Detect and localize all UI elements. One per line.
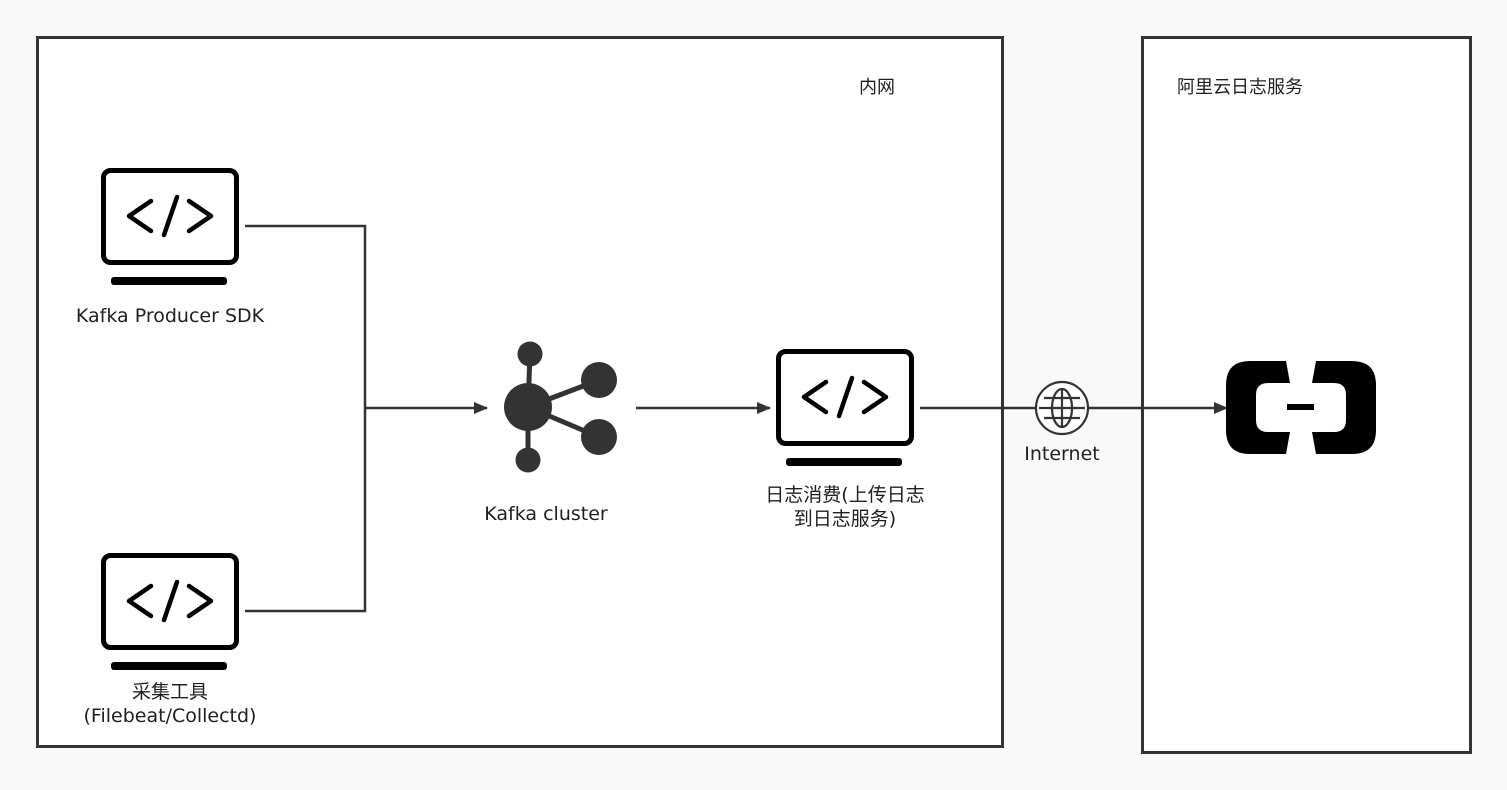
collector-code-monitor-icon [101,553,239,670]
kafka-cluster-label: Kafka cluster [484,503,608,525]
aliyun-logo-icon [1226,361,1376,454]
consumer-label: 日志消费(上传日志 到日志服务) [765,483,924,531]
consumer-label-line1: 日志消费(上传日志 [765,484,925,506]
globe-icon [1034,380,1090,436]
producer-connector [245,224,367,408]
aliyun-log-service-zone: 阿里云日志服务 [1141,36,1472,754]
aliyun-log-service-zone-title: 阿里云日志服务 [1177,77,1303,98]
consumer-label-line2: 到日志服务) [793,508,897,530]
kafka-cluster-icon [504,341,617,473]
consumer-code-monitor-icon [776,349,914,466]
producer-label: Kafka Producer SDK [75,305,265,327]
producer-code-monitor-icon [101,168,239,285]
internet-label: Internet [1024,443,1100,465]
collector-label: 采集工具 (Filebeat/Collectd) [84,680,257,728]
collector-connector [245,408,367,613]
intranet-zone-title: 内网 [859,77,895,98]
collector-label-line2: (Filebeat/Collectd) [83,705,257,727]
collector-label-line1: 采集工具 [131,681,208,703]
